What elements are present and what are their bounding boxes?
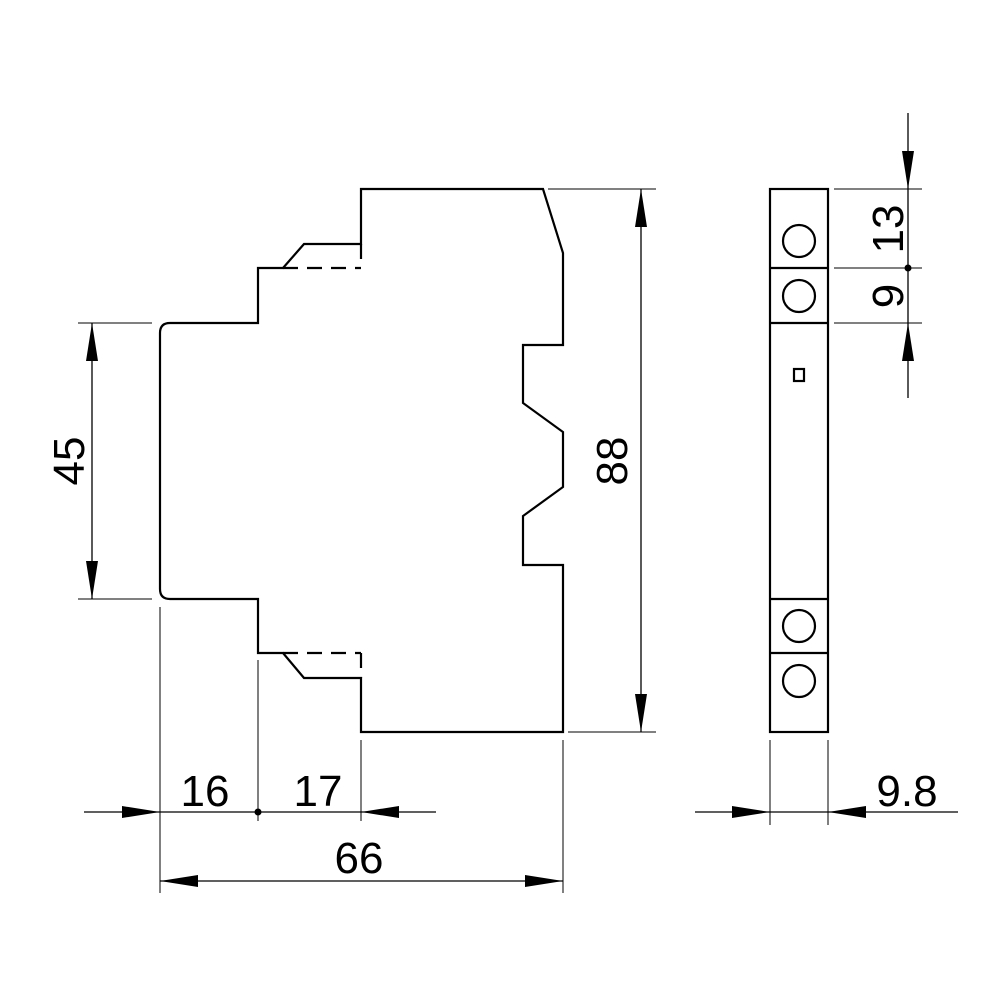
arrow-66-right <box>525 875 563 887</box>
arrow-66-left <box>160 875 198 887</box>
dimension-label-16: 16 <box>181 767 230 816</box>
arrow-9-bottom <box>902 323 914 361</box>
arrow-13-top <box>902 151 914 189</box>
front-view-outline <box>158 187 565 734</box>
side-dimension-dot <box>904 264 912 272</box>
terminal-screw-2 <box>781 278 817 314</box>
terminal-screw-3 <box>781 608 817 644</box>
arrow-88-bottom <box>635 694 647 732</box>
arrow-9-8-right <box>828 806 866 818</box>
terminal-screw-4 <box>781 663 817 699</box>
arrow-88-top <box>635 189 647 227</box>
side-view-outline <box>768 187 830 734</box>
terminal-screw-1 <box>781 223 817 259</box>
arrow-9-8-left <box>732 806 770 818</box>
indicator-slot <box>792 367 806 383</box>
dimension-label-66: 66 <box>335 834 384 883</box>
dimension-label-13: 13 <box>864 205 913 254</box>
dimension-label-45: 45 <box>45 437 94 486</box>
dimension-label-88: 88 <box>588 437 637 486</box>
arrow-45-top <box>86 323 98 361</box>
arrow-45-bottom <box>86 561 98 599</box>
arrow-17-right <box>361 806 399 818</box>
dimension-dot-16-17 <box>254 808 262 816</box>
dimension-label-9: 9 <box>864 284 913 308</box>
dimension-label-17: 17 <box>294 767 343 816</box>
dimension-label-9-8: 9.8 <box>876 767 937 816</box>
arrow-16-left <box>122 806 160 818</box>
